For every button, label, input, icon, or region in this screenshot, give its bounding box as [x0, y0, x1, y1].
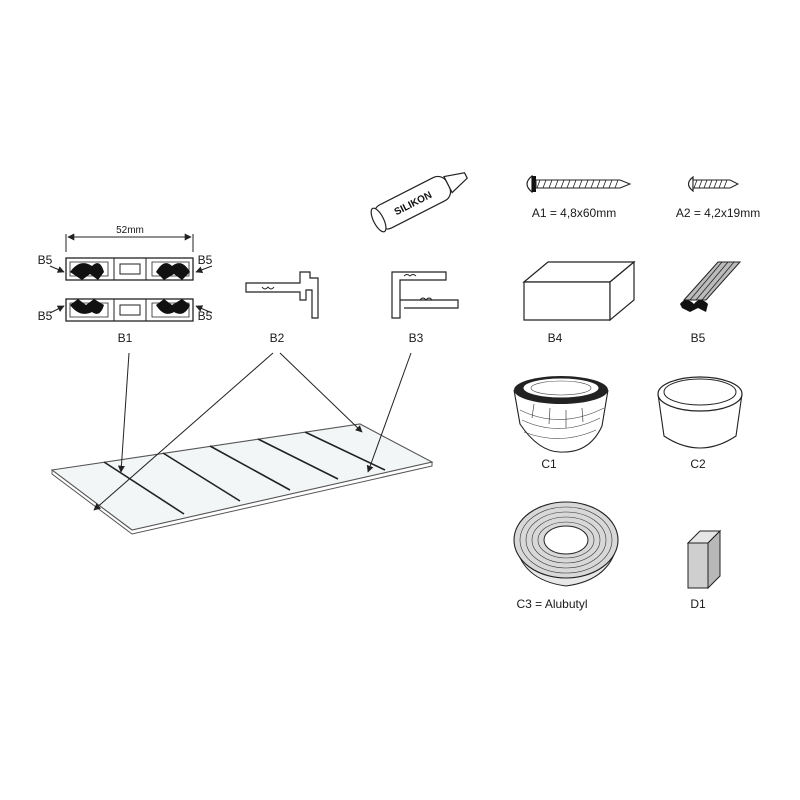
tape-roll-c1: [513, 376, 609, 453]
c2-label: C2: [690, 457, 706, 471]
b3-label: B3: [409, 331, 424, 345]
block-d1: [686, 529, 722, 590]
b1-label: B1: [118, 331, 133, 345]
screw-a1: [526, 174, 632, 194]
b5-tag-bottom-left: B5: [38, 309, 53, 323]
c1-label: C1: [541, 457, 557, 471]
b4-label: B4: [548, 331, 563, 345]
tape-roll-c2: [657, 376, 743, 449]
c3-label: C3 = Alubutyl: [516, 597, 587, 611]
pointer-arrows: [93, 352, 412, 511]
profile-b2: [245, 271, 319, 319]
seal-strips-b5: [680, 261, 742, 312]
profile-b1: 52mm: [49, 225, 213, 322]
screw-a2: [687, 175, 740, 193]
profile-b3: [391, 271, 459, 319]
b5-tag-bottom-right: B5: [198, 309, 213, 323]
b5-label: B5: [691, 331, 706, 345]
glass-panel: [50, 423, 434, 535]
d1-label: D1: [690, 597, 706, 611]
a2-label: A2 = 4,2x19mm: [676, 206, 760, 220]
b5-tag-top-right: B5: [198, 253, 213, 267]
b1-dimension: 52mm: [116, 225, 144, 236]
b2-label: B2: [270, 331, 285, 345]
tape-roll-c3: [513, 501, 619, 587]
a1-label: A1 = 4,8x60mm: [532, 206, 616, 220]
b5-tag-top-left: B5: [38, 253, 53, 267]
silicone-tube: SILIKON: [370, 172, 468, 233]
tape-block-b4: [522, 260, 636, 322]
